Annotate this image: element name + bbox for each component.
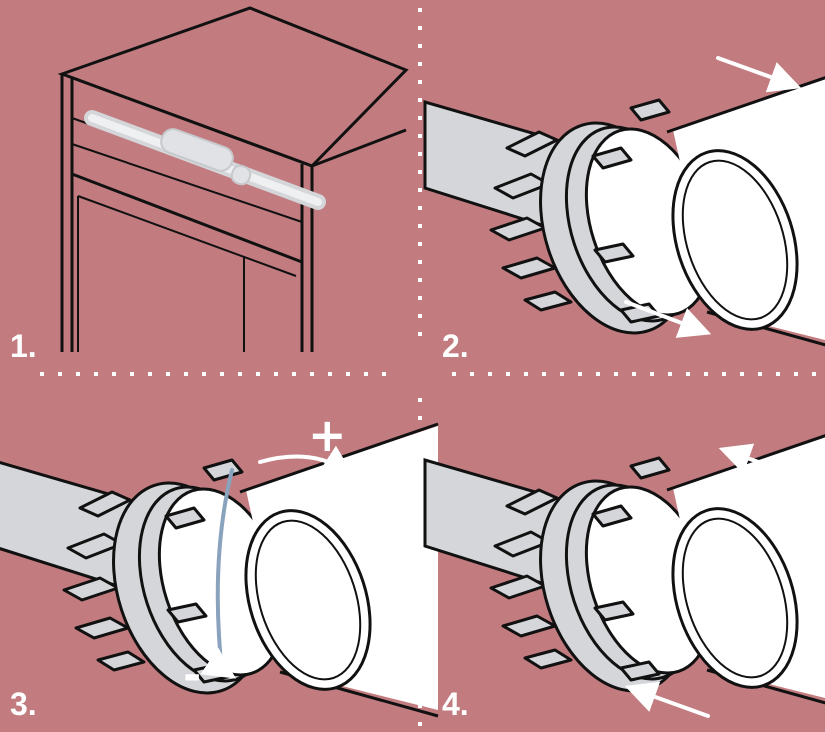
cabinet-roller-icon bbox=[62, 8, 406, 352]
step-label-2: 2. bbox=[442, 330, 469, 362]
minus-sign: - bbox=[183, 654, 201, 698]
step-label-1: 1. bbox=[10, 330, 37, 362]
plus-sign: + bbox=[308, 412, 347, 458]
step-label-4: 4. bbox=[442, 688, 469, 720]
motor-assembly-step2 bbox=[425, 64, 825, 356]
step-label-3: 3. bbox=[10, 688, 37, 720]
